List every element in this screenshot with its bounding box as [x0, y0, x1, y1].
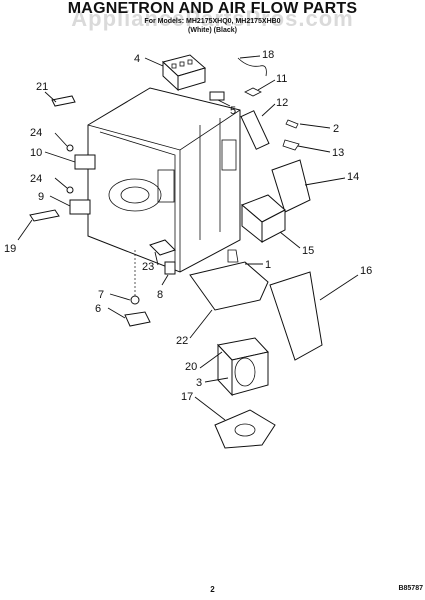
callout-2: 2: [333, 123, 339, 135]
part-24-screw-upper: [66, 144, 74, 152]
part-13-bracket: [282, 139, 300, 151]
callout-16: 16: [360, 265, 372, 277]
page-number: 2: [210, 585, 215, 594]
callout-7: 7: [98, 289, 104, 301]
callout-23: 23: [142, 261, 154, 273]
callout-17: 17: [181, 391, 193, 403]
colors-line: (White) (Black): [188, 27, 237, 34]
callout-18: 18: [262, 49, 274, 61]
part-2-screw: [285, 119, 299, 129]
callout-14: 14: [347, 171, 359, 183]
part-14-air-duct: [271, 159, 311, 213]
callout-22: 22: [176, 335, 188, 347]
callout-12: 12: [276, 97, 288, 109]
callout-1: 1: [265, 259, 271, 271]
part-17-gasket: [214, 409, 276, 449]
part-6-motor: [124, 311, 151, 327]
part-7-washer: [130, 295, 140, 305]
callout-3: 3: [196, 377, 202, 389]
part-21-hinge: [51, 95, 76, 107]
callout-24-lower: 24: [30, 173, 42, 185]
callout-5: 5: [230, 105, 236, 117]
document-code: B85787: [398, 585, 423, 592]
part-8-spacer: [164, 261, 176, 275]
cavity-assembly: [87, 87, 241, 273]
callout-8: 8: [157, 289, 163, 301]
callout-15: 15: [302, 245, 314, 257]
callout-labels: 1 2 3 4 5 6 7 8 9 10 11 12 13 14 15 16 1…: [4, 49, 372, 403]
callout-24-upper: 24: [30, 127, 42, 139]
part-5-switch: [209, 91, 225, 101]
part-1-clip: [227, 249, 239, 263]
part-16-vent-guide: [269, 271, 323, 361]
leader-lines: [17, 55, 359, 421]
watermark: AppliancePartsPros.com: [71, 6, 354, 31]
callout-20: 20: [185, 361, 197, 373]
callout-9: 9: [38, 191, 44, 203]
part-24-screw-lower: [66, 186, 74, 194]
models-line: For Models: MH2175XHQ0, MH2175XHB0: [144, 18, 281, 25]
callout-10: 10: [30, 147, 42, 159]
part-4-capacitor-block: [161, 54, 207, 92]
part-10-bracket: [74, 154, 96, 170]
part-18-wire: [237, 57, 267, 77]
part-9-bracket: [69, 199, 91, 215]
page-title: MAGNETRON AND AIR FLOW PARTS: [67, 0, 358, 17]
part-3-blower-motor: [217, 337, 269, 397]
callout-6: 6: [95, 303, 101, 315]
callout-11: 11: [276, 73, 287, 85]
part-19-latch: [29, 209, 60, 222]
part-23-cover: [149, 239, 176, 256]
callout-19: 19: [4, 243, 16, 255]
part-11-bracket: [244, 87, 262, 97]
part-15-magnetron: [241, 194, 286, 244]
callout-13: 13: [332, 147, 344, 159]
callout-21: 21: [36, 81, 48, 93]
callout-4: 4: [134, 53, 140, 65]
part-12-thermal-cutout: [240, 110, 270, 150]
part-22-fan-duct: [189, 261, 269, 311]
